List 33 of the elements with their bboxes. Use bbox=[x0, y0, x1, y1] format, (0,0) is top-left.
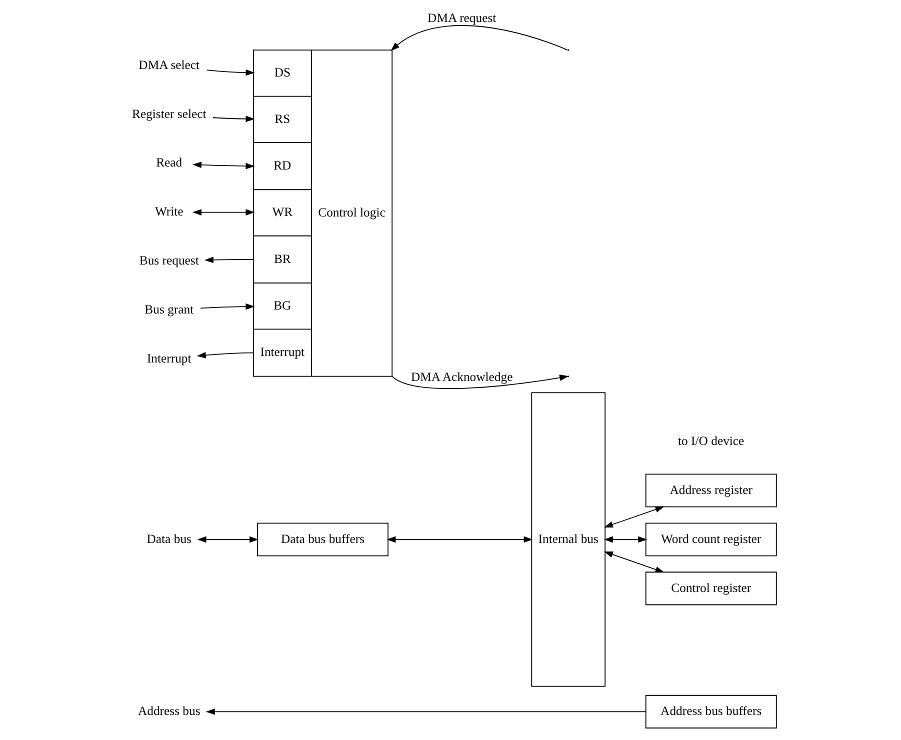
arrow bbox=[212, 116, 254, 122]
node-text: Data bus bbox=[146, 532, 191, 546]
arrow bbox=[391, 374, 568, 389]
node-text: Interrupt bbox=[146, 351, 191, 366]
node-text: Write bbox=[154, 204, 183, 219]
arrow bbox=[603, 552, 664, 573]
node-text: Bus request bbox=[138, 254, 198, 268]
arrow bbox=[192, 162, 254, 170]
arrow bbox=[200, 303, 254, 310]
arrow bbox=[603, 536, 647, 543]
arrow bbox=[196, 536, 258, 543]
node-box: Control register bbox=[644, 572, 776, 606]
label: to I/O device bbox=[678, 434, 744, 448]
node-text: Register select bbox=[132, 106, 206, 121]
arrow bbox=[603, 506, 664, 528]
arrow bbox=[205, 708, 646, 715]
node-text: Address bus bbox=[137, 704, 200, 718]
node-text: Read bbox=[156, 156, 182, 170]
node-box: Address bus buffers bbox=[644, 694, 776, 728]
arrow bbox=[196, 352, 254, 358]
edge-label: DMA Acknowledge bbox=[410, 370, 512, 384]
edge-label: DMA request bbox=[427, 11, 496, 26]
node-box: Address register bbox=[644, 474, 776, 508]
arrow bbox=[204, 256, 254, 264]
arrow bbox=[206, 69, 254, 76]
node-box: Word count register bbox=[644, 522, 776, 556]
node-text: Bus grant bbox=[144, 302, 194, 317]
arrow bbox=[386, 536, 532, 543]
node-box: Internal bus bbox=[530, 392, 606, 687]
arrow bbox=[390, 25, 568, 51]
node-text: DMA select bbox=[138, 58, 200, 72]
node-box: Data bus buffers bbox=[256, 522, 388, 556]
arrow bbox=[192, 209, 254, 216]
